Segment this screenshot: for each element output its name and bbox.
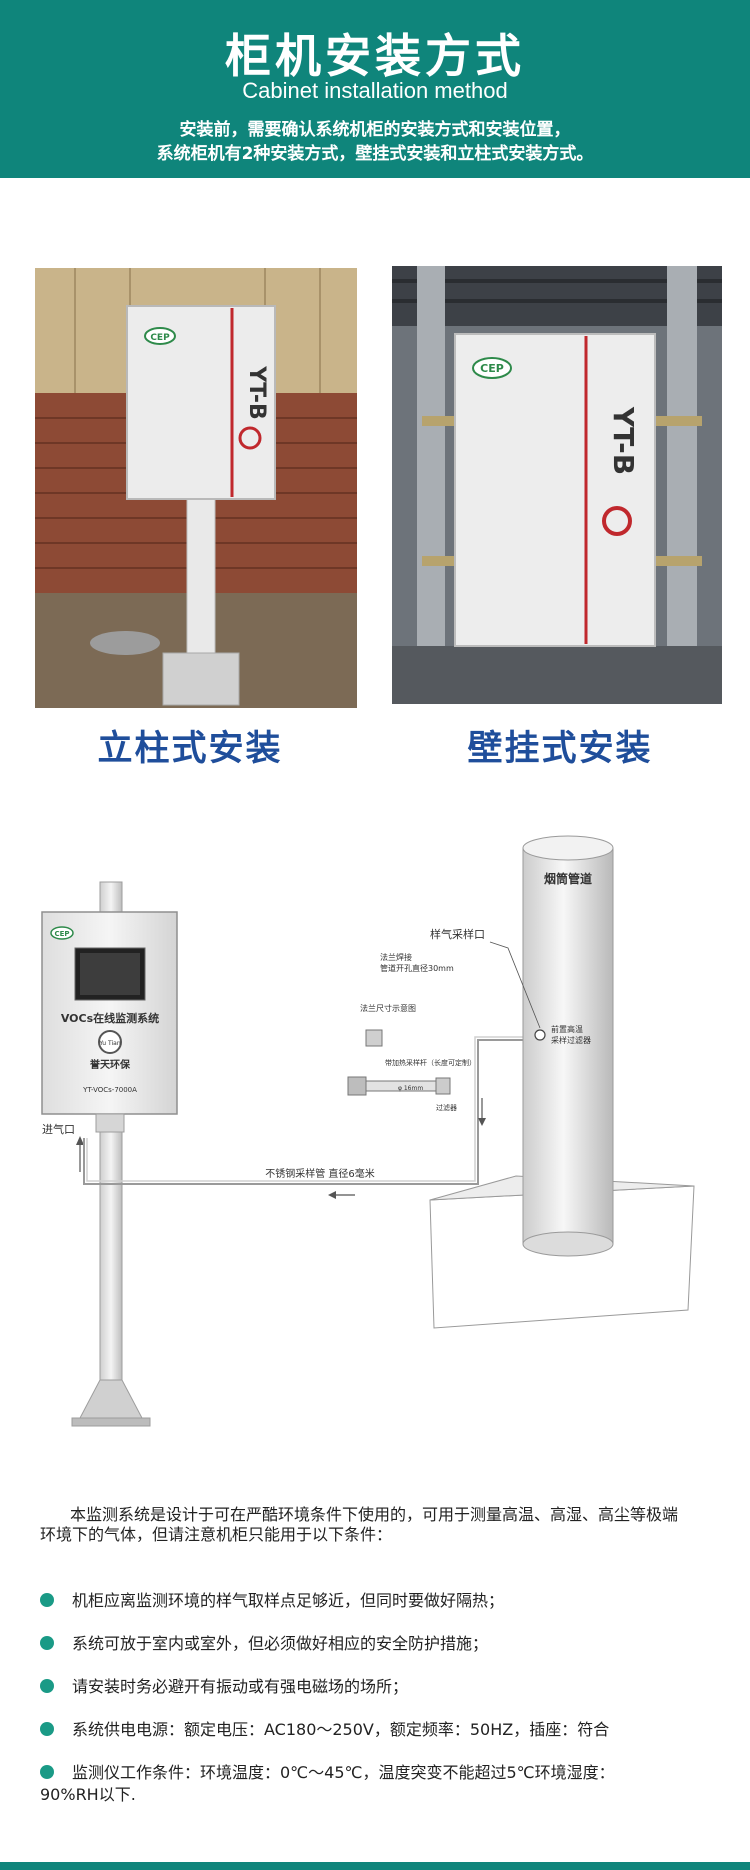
pole-photo-model-text: YT-B <box>244 365 269 420</box>
installation-diagram: CEP VOCs在线监测系统 Yu Tian 誉天环保 YT-VOCs-7000… <box>41 835 695 1427</box>
filter-icon <box>435 1077 451 1095</box>
cabinet-model: YT-VOCs-7000A <box>82 1086 137 1094</box>
probe-label: 带加热采样杆（长度可定制） <box>385 1058 476 1067</box>
footer-bar <box>0 1862 750 1870</box>
wall-photo-model-text: YT-B <box>607 406 640 475</box>
bullet-dot-icon <box>40 1722 54 1736</box>
sample-tube <box>83 1039 542 1185</box>
cabinet-logo-text: CEP <box>54 930 69 938</box>
chimney-pipe <box>522 847 614 1245</box>
condition-item: 请安装时务必避开有振动或有强电磁场的场所； <box>40 1676 720 1698</box>
condition-item-continued: 90%RH以下. <box>40 1785 136 1804</box>
description-paragraph: 本监测系统是设计于可在严酷环境条件下使用的，可用于测量高温、高湿、高尘等极端 环… <box>40 1505 710 1545</box>
page-subtitle: Cabinet installation method <box>242 78 508 103</box>
wall-mount-caption: 壁挂式安装 <box>467 728 653 769</box>
page-title: 柜机安装方式 <box>225 29 525 83</box>
condition-item: 监测仪工作条件：环境温度：0℃～45℃，温度突变不能超过5℃环境湿度： <box>40 1762 720 1784</box>
bullet-dot-icon <box>40 1593 54 1607</box>
cabinet-brand-en: Yu Tian <box>98 1040 121 1047</box>
condition-item: 机柜应离监测环境的样气取样点足够近，但同时要做好隔热； <box>40 1590 720 1612</box>
probe-diameter: φ 16mm <box>398 1085 423 1092</box>
tube-label: 不锈钢采样管 直径6毫米 <box>265 1167 375 1180</box>
intro-line-1: 安装前，需要确认系统机柜的安装方式和安装位置， <box>179 120 571 140</box>
sampling-point-icon <box>534 1029 546 1041</box>
pole-mount-caption: 立柱式安装 <box>97 728 283 769</box>
wall-photo-logo-text: CEP <box>480 362 504 375</box>
pole-base <box>79 1379 143 1419</box>
filter-label: 过滤器 <box>436 1103 457 1112</box>
chimney-label: 烟筒管道 <box>544 871 592 886</box>
intro-line-2: 系统柜机有2种安装方式，壁挂式安装和立柱式安装方式。 <box>156 144 594 164</box>
bullet-dot-icon <box>40 1636 54 1650</box>
pre-filter-line-2: 采样过滤器 <box>551 1035 591 1045</box>
condition-item: 系统供电电源：额定电压：AC180～250V，额定频率：50HZ，插座：符合 <box>40 1719 720 1741</box>
probe-flange-icon <box>347 1076 367 1096</box>
flange-note-line-2: 管道开孔直径30mm <box>380 963 454 973</box>
header-intro: 安装前，需要确认系统机柜的安装方式和安装位置， 系统柜机有2种安装方式，壁挂式安… <box>0 118 750 166</box>
bullet-dot-icon <box>40 1679 54 1693</box>
wall-mount-photo: CEP YT-B <box>392 266 722 704</box>
flange-detail-icon <box>365 1029 383 1047</box>
cabinet-brand: 誉天环保 <box>89 1058 131 1071</box>
inlet-label: 进气口 <box>42 1122 75 1136</box>
bullet-dot-icon <box>40 1765 54 1779</box>
cabinet-logo-icon <box>50 926 74 940</box>
flange-note-line-1: 法兰焊接 <box>380 952 412 962</box>
pre-filter-line-1: 前置高温 <box>551 1024 583 1034</box>
condition-item: 系统可放于室内或室外，但必须做好相应的安全防护措施； <box>40 1633 720 1655</box>
monitoring-cabinet <box>41 911 178 1115</box>
header-banner: 柜机安装方式 Cabinet installation method 安装前，需… <box>0 0 750 178</box>
cabinet-title: VOCs在线监测系统 <box>61 1011 159 1025</box>
description-line-2: 环境下的气体，但请注意机柜只能用于以下条件： <box>40 1525 393 1544</box>
description-line-1: 本监测系统是设计于可在严酷环境条件下使用的，可用于测量高温、高湿、高尘等极端 <box>70 1505 679 1524</box>
sample-port-label: 样气采样口 <box>430 927 485 941</box>
cabinet-brand-icon <box>98 1030 122 1054</box>
pole-photo-logo-text: CEP <box>150 333 170 343</box>
pole-mount-photo: CEP YT-B <box>35 268 357 708</box>
flange-size-label: 法兰尺寸示意图 <box>360 1003 416 1013</box>
